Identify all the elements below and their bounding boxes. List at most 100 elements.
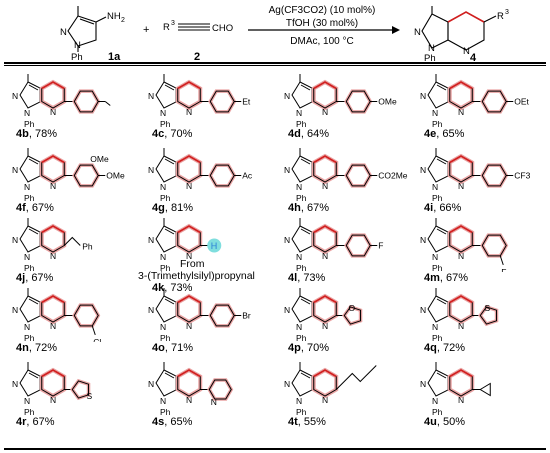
- atom-n2: N: [284, 235, 290, 245]
- atom-n7: N: [186, 321, 192, 331]
- phenyl-n-sub: Ph: [160, 407, 171, 416]
- atom-n7: N: [458, 251, 464, 261]
- para-substituent: OMe: [106, 171, 125, 181]
- compound-label: 4c, 70%: [152, 128, 193, 140]
- yield-value: 73%: [303, 272, 326, 284]
- aryl-highlight: [208, 163, 237, 188]
- cho-text: CHO: [212, 23, 233, 34]
- new-bond: [177, 155, 201, 164]
- pyrazole-ring: [155, 81, 177, 109]
- pentyl-chain: [335, 365, 377, 390]
- compound-label: 4q, 72%: [424, 342, 465, 354]
- phenyl-n-sub: Ph: [296, 407, 307, 416]
- pyrazole-double-bond: [164, 158, 175, 165]
- reactant-1a-structure: N N NH 2 Ph: [60, 6, 125, 62]
- meta-bond: [91, 325, 96, 336]
- new-bonds: [447, 11, 485, 23]
- yield-value: 81%: [170, 202, 193, 214]
- pyrazole-double-bond: [300, 228, 311, 235]
- bottom-rule: [4, 448, 546, 450]
- product-n2: N: [414, 27, 421, 38]
- compound-id: 4e: [424, 128, 437, 140]
- compound-label: 4k, 73%: [152, 282, 193, 294]
- aryl-highlight: [208, 89, 237, 114]
- aryl-ring: [73, 90, 99, 113]
- aryl-ring: [345, 164, 371, 187]
- aryl-ring: [209, 304, 235, 327]
- compound-id: 4g: [152, 202, 165, 214]
- benzyl-phenyl: Ph: [82, 242, 93, 252]
- new-bond: [313, 295, 337, 304]
- new-bond: [41, 225, 65, 234]
- yield-value: 78%: [34, 128, 57, 140]
- yield-value: 72%: [442, 342, 465, 354]
- reactant-1a-label: 1a: [108, 51, 121, 62]
- meta-substituent: F: [501, 267, 506, 272]
- pyrazole-ring: [427, 81, 449, 109]
- phenyl-n-sub: Ph: [24, 193, 35, 202]
- aryl-highlight: [344, 89, 373, 114]
- compound-id: 4m: [424, 272, 440, 284]
- heteroaryl-ring: [479, 306, 498, 325]
- compound-id: 4r: [16, 416, 27, 428]
- aryl-highlight: [480, 233, 509, 258]
- atom-n1: N: [24, 252, 30, 262]
- compound-label: 4u, 50%: [424, 416, 465, 428]
- compound-label: 4e, 65%: [424, 128, 465, 140]
- hydrogen-atom: H: [211, 241, 218, 251]
- aryl-ring: [209, 164, 235, 187]
- meta-substituent: Cl: [93, 337, 101, 342]
- pyrazole-ring: [19, 81, 41, 109]
- heteroaryl-ring: [71, 380, 90, 399]
- para-substituent: CO2Me: [378, 171, 408, 181]
- pyrazole-ring: [19, 369, 41, 397]
- new-bond: [177, 369, 201, 378]
- aryl-ring: [481, 164, 507, 187]
- yield-value: 50%: [442, 416, 465, 428]
- aryl-highlight: [72, 163, 101, 188]
- reactant-2-label: 2: [194, 51, 200, 62]
- compound-id: 4f: [16, 202, 26, 214]
- atom-n1: N: [160, 108, 166, 118]
- pyrazole-ring: [155, 225, 177, 253]
- atom-n2: N: [148, 165, 154, 175]
- atom-n2: N: [12, 235, 18, 245]
- compound-label: 4s, 65%: [152, 416, 193, 428]
- compound-label: 4h, 67%: [288, 202, 329, 214]
- pyrazole-ring: [19, 295, 41, 323]
- pyrazole-double-bond: [28, 298, 39, 305]
- r3-text: R: [163, 22, 170, 33]
- pyrazole-ring: [291, 369, 313, 397]
- atom-n2: N: [60, 27, 67, 38]
- product-pyrazole: [421, 13, 449, 49]
- phenyl-n-sub: Ph: [296, 263, 307, 272]
- atom-n7: N: [186, 181, 192, 191]
- source-note-line2: 3-(Trimethylsilyl)propynal: [138, 270, 255, 282]
- compound-id: 4t: [288, 416, 298, 428]
- pyrazole-double-bond: [28, 228, 39, 235]
- atom-n2: N: [12, 305, 18, 315]
- pyrazole-double-bond: [436, 298, 447, 305]
- yield-value: 65%: [442, 128, 465, 140]
- source-note-line1: From: [180, 258, 205, 270]
- pyrazole-ring: [67, 15, 97, 47]
- aryl-highlight: [344, 163, 373, 188]
- phenyl-n-sub: Ph: [296, 193, 307, 202]
- compound-id: 4p: [288, 342, 301, 354]
- compound-id: 4c: [152, 128, 165, 140]
- amine-bond: [95, 16, 107, 23]
- pyridyl-n: N: [211, 397, 217, 407]
- pyrazole-ring: [19, 155, 41, 183]
